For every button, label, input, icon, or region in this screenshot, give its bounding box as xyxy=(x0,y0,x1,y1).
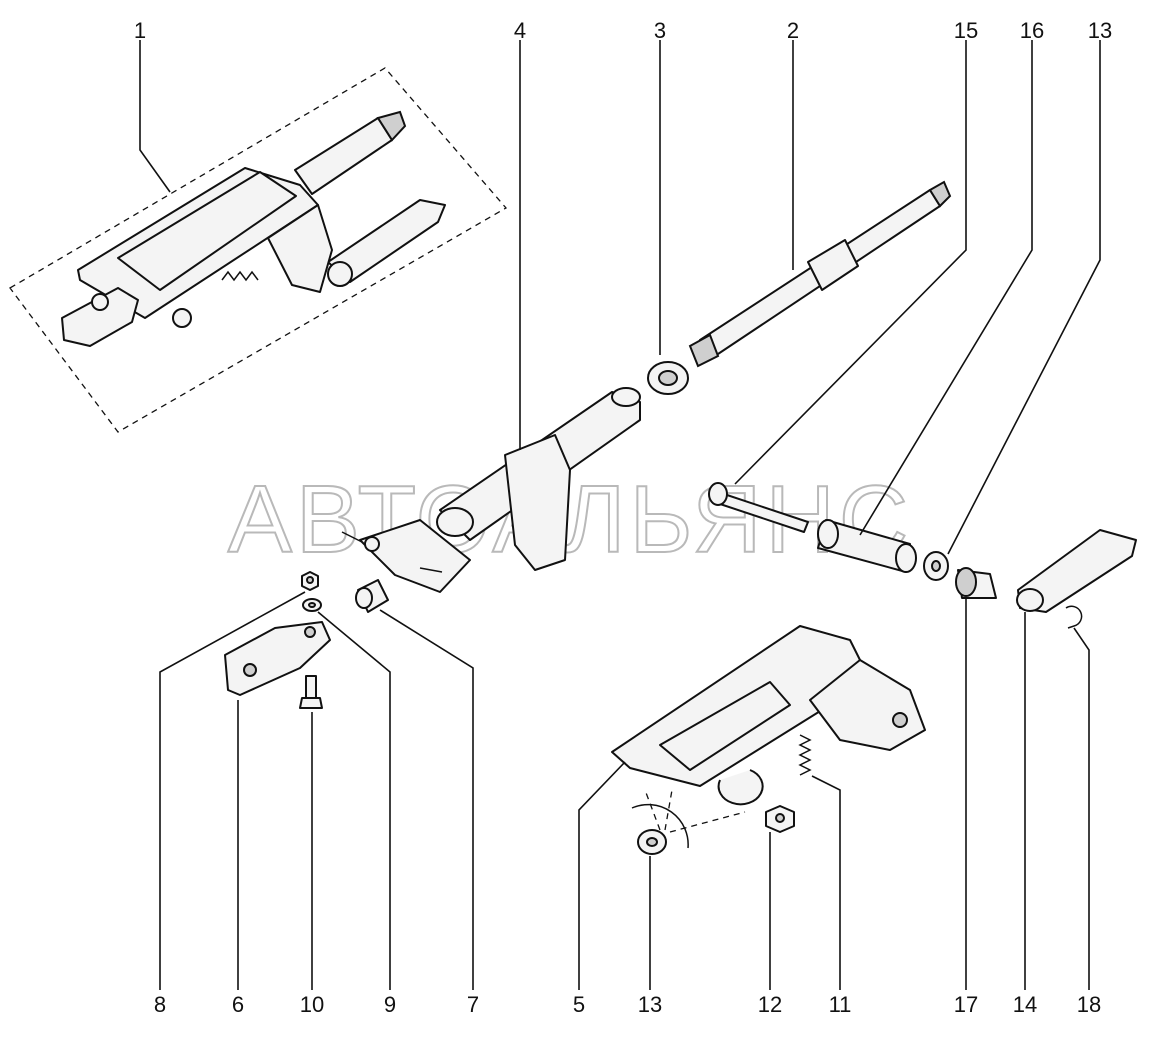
callout-10: 10 xyxy=(300,992,324,1017)
leader-18 xyxy=(1073,627,1090,990)
part-sleeve xyxy=(817,519,917,573)
part-spacer-bushing xyxy=(355,579,389,613)
tube-lower-end xyxy=(436,507,474,537)
washer-hole xyxy=(308,602,316,608)
leader-1 xyxy=(139,40,171,193)
part-tilt-lever xyxy=(1016,529,1137,613)
spacer-end xyxy=(355,587,373,609)
callout-1: 1 xyxy=(134,18,146,43)
callout-17: 17 xyxy=(954,992,978,1017)
assembly-universal-joint xyxy=(61,287,139,347)
sleeve-collar xyxy=(817,519,839,549)
part-column-tube xyxy=(341,387,641,593)
callout-11: 11 xyxy=(829,992,852,1017)
bracket-channel xyxy=(659,681,791,771)
washer-lower-hole xyxy=(646,837,658,847)
part-nut xyxy=(765,805,795,833)
shaft-lower-splines xyxy=(688,333,720,368)
tube-lower-plate xyxy=(359,519,471,593)
part-spring xyxy=(798,734,812,776)
assembly-shaft xyxy=(294,117,393,195)
shaft-collar xyxy=(807,239,859,291)
part-washer-small xyxy=(302,598,322,612)
bracket-hook xyxy=(717,769,764,806)
tube-stud-right xyxy=(419,567,443,573)
part-mounting-bracket xyxy=(611,625,926,806)
nut-hole xyxy=(306,576,314,584)
tilt-lever-hub xyxy=(1016,588,1044,612)
assembly-shaft-splines xyxy=(376,110,407,142)
leader-7 xyxy=(379,609,474,990)
bracket-ear-hole xyxy=(892,712,908,728)
splined-bushing-end xyxy=(955,567,977,597)
long-bolt-head xyxy=(708,482,728,506)
callout-8: 8 xyxy=(154,992,166,1017)
leader-8 xyxy=(159,591,306,990)
assembly-joint-bolt xyxy=(91,293,109,311)
callout-14: 14 xyxy=(1013,992,1037,1017)
arrow-arc xyxy=(631,803,689,849)
callouts-top: 1 4 3 2 15 16 13 xyxy=(134,18,1112,43)
callout-6: 6 xyxy=(232,992,244,1017)
assembly-tube xyxy=(117,171,297,291)
bracket-ear xyxy=(809,659,926,751)
tube-mounting-bracket xyxy=(504,434,571,571)
leader-lines xyxy=(139,40,1101,990)
part-washer-upper xyxy=(923,551,949,581)
arrow-line-2 xyxy=(664,789,673,831)
leader-16 xyxy=(859,40,1033,536)
callout-7: 7 xyxy=(467,992,479,1017)
washer-upper-hole xyxy=(931,560,941,572)
nut-large-hole xyxy=(775,813,785,823)
arrow-line-3 xyxy=(669,811,746,833)
callout-13-top: 13 xyxy=(1088,18,1112,43)
part-retaining-clip xyxy=(1065,605,1083,629)
callout-9: 9 xyxy=(384,992,396,1017)
joint-hole-right xyxy=(304,626,316,638)
tube-plate-hole xyxy=(364,536,380,552)
part-bushing xyxy=(647,361,689,395)
retaining-clip-shape xyxy=(1065,605,1083,629)
callouts-bottom: 8 6 10 9 7 5 13 12 11 17 14 18 xyxy=(154,992,1101,1017)
bolt-head xyxy=(299,697,323,709)
part-splined-bushing xyxy=(955,567,997,599)
assembly-spring xyxy=(221,270,259,282)
shaft-upper-splines xyxy=(928,180,952,208)
joint-hole-left xyxy=(243,663,257,677)
tube-upper-end xyxy=(611,387,641,407)
assembly-lever-pivot xyxy=(327,261,353,287)
callout-13-bottom: 13 xyxy=(638,992,662,1017)
part-nut-small xyxy=(301,571,319,591)
assembly-arrows xyxy=(631,789,746,849)
callout-4: 4 xyxy=(514,18,526,43)
sleeve-end xyxy=(895,543,917,573)
leader-15 xyxy=(734,40,967,485)
callout-15: 15 xyxy=(954,18,978,43)
assembly-dashed-outline xyxy=(9,67,508,433)
leader-13-top xyxy=(947,40,1101,555)
part-long-bolt xyxy=(708,482,809,533)
tube-stud-left xyxy=(341,531,363,543)
leader-11 xyxy=(811,775,841,990)
callout-16: 16 xyxy=(1020,18,1044,43)
part-universal-joint xyxy=(224,621,331,696)
callout-18: 18 xyxy=(1077,992,1101,1017)
assembly-rear-bracket xyxy=(267,204,333,293)
arrow-line-1 xyxy=(644,789,661,831)
callout-3: 3 xyxy=(654,18,666,43)
steering-column-assembly xyxy=(9,67,508,433)
assembly-nut xyxy=(172,308,192,328)
leader-9 xyxy=(317,611,391,990)
callout-5: 5 xyxy=(573,992,585,1017)
bushing-hole xyxy=(658,370,678,386)
part-washer-lower xyxy=(637,829,667,855)
callout-2: 2 xyxy=(787,18,799,43)
callout-12: 12 xyxy=(758,992,782,1017)
part-bolt xyxy=(299,675,323,709)
part-steering-shaft xyxy=(688,180,952,368)
leader-5 xyxy=(578,761,626,990)
spring-coils xyxy=(798,734,812,776)
bolt-shank xyxy=(305,675,317,699)
